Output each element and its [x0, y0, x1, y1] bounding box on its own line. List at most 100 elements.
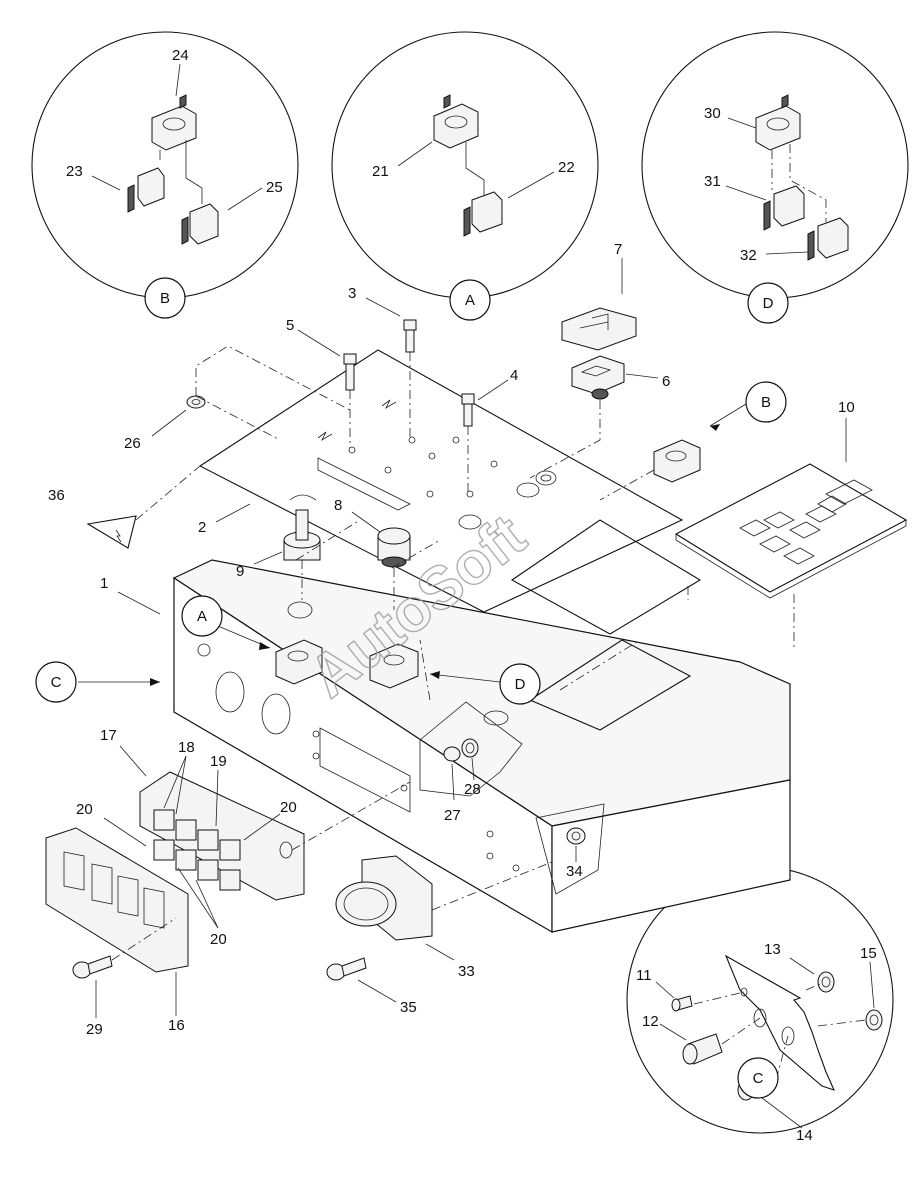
screw-35	[326, 957, 367, 981]
inner-panel-lower	[528, 639, 692, 731]
contact-block-32	[807, 217, 849, 261]
lock-nut	[535, 470, 557, 486]
mushroom-button-33	[335, 855, 553, 941]
contact-block-holder-21	[433, 94, 479, 149]
leader-lines	[91, 63, 875, 1129]
callout-badge-c: C	[35, 661, 77, 703]
contact-block-23	[127, 167, 165, 213]
cutaway-27-28	[419, 701, 523, 797]
part-11	[671, 995, 693, 1012]
contact-block-22	[463, 191, 503, 237]
terminal-blocks-18-19-20	[153, 781, 411, 891]
contact-block-31	[763, 185, 805, 231]
screw-29	[72, 917, 177, 979]
part-label-27: 27	[444, 807, 461, 824]
contact-block-holder-24	[151, 94, 197, 178]
part-label-13: 13	[764, 941, 781, 958]
part-number-labels: 1 2 3 4 5 6 7 8 9 10 11 12 13 14 15 16 1…	[48, 47, 877, 1144]
svg-text:A: A	[197, 608, 207, 625]
part-label-21: 21	[372, 163, 389, 180]
part-label-22: 22	[558, 159, 575, 176]
pushbutton-8	[377, 527, 411, 610]
part-label-1: 1	[100, 575, 108, 592]
part-label-15: 15	[860, 945, 877, 962]
part-label-17: 17	[100, 727, 117, 744]
part-label-19: 19	[210, 753, 227, 770]
part-12	[682, 1033, 723, 1065]
indicator-body-6	[529, 355, 625, 479]
svg-text:C: C	[753, 1070, 764, 1087]
terminal-holder-17	[139, 771, 305, 901]
callout-badge-d-top: D	[747, 282, 789, 324]
contact-holder-d-main	[369, 643, 419, 689]
label-panel-10	[674, 463, 908, 650]
part-label-16: 16	[168, 1017, 185, 1034]
screw-3	[403, 319, 417, 440]
part-label-2: 2	[198, 519, 206, 536]
part-label-25: 25	[266, 179, 283, 196]
part-label-4: 4	[510, 367, 518, 384]
washer-26	[186, 345, 351, 441]
part-label-30: 30	[704, 105, 721, 122]
part-label-20c: 20	[210, 931, 227, 948]
svg-text:B: B	[761, 394, 771, 411]
part-label-18: 18	[178, 739, 195, 756]
callout-badge-d: D	[499, 663, 541, 705]
part-label-36: 36	[48, 487, 65, 504]
enclosure-box-1	[172, 559, 791, 934]
part-15	[865, 1009, 883, 1031]
callout-badge-c-bottom: C	[737, 1057, 779, 1099]
screw-5	[343, 353, 357, 448]
svg-text:D: D	[763, 295, 774, 312]
detail-circle-d	[641, 31, 909, 299]
callout-badge-a: A	[181, 595, 223, 637]
selector-switch-9	[283, 494, 321, 600]
part-label-24: 24	[172, 47, 189, 64]
part-13	[817, 971, 835, 993]
part-label-8: 8	[334, 497, 342, 514]
warning-label-36	[86, 465, 201, 549]
part-label-20b: 20	[280, 799, 297, 816]
indicator-cap-7	[561, 307, 637, 351]
part-label-5: 5	[286, 317, 294, 334]
part-label-9: 9	[236, 563, 244, 580]
part-label-26: 26	[124, 435, 141, 452]
detail-circle-b	[31, 31, 299, 299]
callout-arrows	[78, 403, 747, 686]
callout-badge-a-top: A	[449, 279, 491, 321]
mounting-plate	[724, 954, 836, 1091]
part-label-29: 29	[86, 1021, 103, 1038]
contact-holder-b-main	[653, 439, 701, 483]
part-label-35: 35	[400, 999, 417, 1016]
part-label-12: 12	[642, 1013, 659, 1030]
inner-panel-upper	[510, 519, 702, 635]
contact-block-25	[181, 203, 219, 245]
callout-badge-b: B	[745, 381, 787, 423]
part-label-7: 7	[614, 241, 622, 258]
svg-text:A: A	[465, 292, 475, 309]
svg-text:D: D	[515, 676, 526, 693]
part-label-34: 34	[566, 863, 583, 880]
svg-text:C: C	[51, 674, 62, 691]
part-label-28: 28	[464, 781, 481, 798]
part-label-6: 6	[662, 373, 670, 390]
cover-frame-16	[45, 827, 189, 973]
part-label-31: 31	[704, 173, 721, 190]
part-label-23: 23	[66, 163, 83, 180]
svg-text:B: B	[160, 290, 170, 307]
part-label-11: 11	[636, 967, 652, 984]
screw-4	[461, 393, 475, 492]
callout-badge-b-top: B	[144, 277, 186, 319]
contact-block-holder-30	[755, 94, 801, 151]
cutaway-34	[535, 803, 605, 895]
part-label-32: 32	[740, 247, 757, 264]
part-label-3: 3	[348, 285, 356, 302]
connector-lines	[295, 469, 655, 701]
part-label-20a: 20	[76, 801, 93, 818]
part-label-33: 33	[458, 963, 475, 980]
contact-holder-a-main	[275, 639, 323, 685]
part-label-14: 14	[796, 1127, 813, 1144]
part-label-10: 10	[838, 399, 855, 416]
